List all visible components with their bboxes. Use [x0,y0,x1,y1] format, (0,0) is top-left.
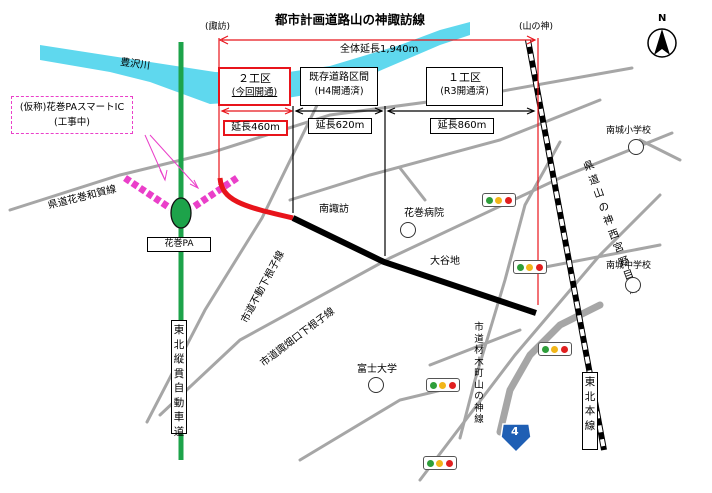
route-4-number: 4 [511,425,519,438]
route-4-shield [500,423,532,454]
endpoint-west-label: (諏訪) [205,22,231,32]
new-section-road [217,177,294,221]
fuji-university-marker [368,377,384,393]
section-1-length: 延長860m [430,118,494,134]
existing-section-length: 延長620m [308,118,372,134]
dimension-lines [218,35,539,305]
map-title: 都市計画道路山の神諏訪線 [275,12,426,27]
road-small-1 [398,166,427,202]
minamijo-elementary-marker [628,139,644,155]
traffic-light-icon [482,193,516,207]
smart-ic-name: (仮称)花巻PAスマートIC [19,102,125,113]
place-minami-suwa: 南諏訪 [319,204,349,215]
existing-section-box: 既存道路区間 (H4開通済) [300,67,378,106]
minamijo-junior-high-marker [625,277,641,293]
route-4 [496,301,604,436]
place-otanichi: 大谷地 [430,256,460,267]
section-2-status: (今回開通) [231,87,278,98]
smart-ic-ramp-east [190,175,239,211]
traffic-light-icon [538,342,572,356]
road-small-2 [638,138,682,162]
road-lower [298,386,452,462]
section-2-box: ２工区 (今回開通) [218,67,291,106]
endpoint-east-label: (山の神) [519,22,554,32]
road-city-zaimoku-label: 市道材木町山の神線 [474,322,484,425]
hanamaki-hospital-marker [400,222,416,238]
expressway-label: 東北縦貫自動車道 [171,320,187,438]
smart-ic-status: (工事中) [54,117,90,128]
section-1-status: (R3開通済) [440,86,489,97]
traffic-light-icon [423,456,457,470]
smart-ic-callout [144,134,200,190]
place-minamijo-junior-high: 南城中学校 [606,261,652,271]
road-city-suwahata [158,131,674,417]
existing-road [291,215,537,316]
smart-ic-ramp-west [123,175,172,211]
dimension-lines-black [292,106,536,256]
road-upper-east [288,98,602,202]
existing-section-status: (H4開通済) [314,86,364,97]
traffic-light-icon [426,378,460,392]
section-2-name: ２工区 [238,72,271,85]
road-southeast-1 [418,193,662,482]
smart-ic-label: (仮称)花巻PAスマートIC (工事中) [11,96,133,134]
existing-section-name: 既存道路区間 [309,72,369,83]
jr-line-label: 東北本線 [582,372,598,450]
place-fuji-university: 富士大学 [357,364,397,375]
section-1-box: １工区 (R3開通済) [426,67,503,106]
place-minamijo-elementary: 南城小学校 [606,126,652,136]
road-city-zaimoku [458,140,562,440]
total-length-label: 全体延長1,940m [340,44,419,55]
pa-label: 花巻PA [147,237,211,252]
place-hanamaki-hospital: 花巻病院 [404,208,444,219]
hanamaki-pa-marker [170,197,192,229]
north-arrow-icon [647,28,677,58]
road-southeast-2 [428,328,522,367]
road-east-mid [538,243,662,270]
traffic-light-icon [513,260,547,274]
section-1-name: １工区 [448,71,481,84]
section-2-length: 延長460m [223,120,288,136]
north-label: N [658,13,667,24]
